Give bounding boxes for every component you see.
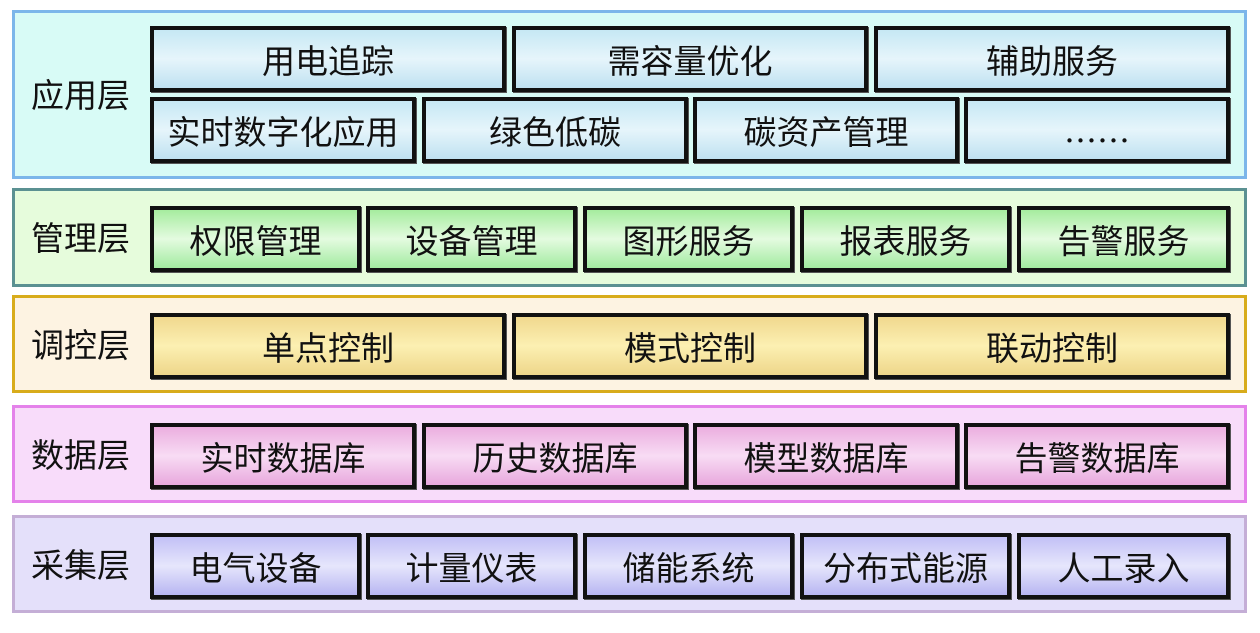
- module-box: 设备管理: [366, 206, 577, 272]
- layer-label: 数据层: [31, 436, 130, 475]
- layer-label: 采集层: [31, 546, 130, 585]
- module-box: 权限管理: [150, 206, 361, 272]
- module-box: 模式控制: [512, 313, 868, 379]
- layer-label: 应用层: [31, 76, 130, 115]
- module-box: 分布式能源: [800, 533, 1011, 599]
- module-box: 储能系统: [583, 533, 794, 599]
- module-box: 用电追踪: [150, 26, 506, 92]
- module-box: 历史数据库: [422, 423, 688, 489]
- module-box: 模型数据库: [693, 423, 959, 489]
- module-box: 实时数据库: [150, 423, 416, 489]
- module-box: 单点控制: [150, 313, 506, 379]
- module-box: ……: [964, 97, 1230, 163]
- module-box: 需容量优化: [512, 26, 868, 92]
- module-box: 计量仪表: [366, 533, 577, 599]
- module-box: 实时数字化应用: [150, 97, 416, 163]
- layer-label: 调控层: [31, 326, 130, 365]
- module-box: 人工录入: [1017, 533, 1230, 599]
- module-box: 电气设备: [150, 533, 361, 599]
- layer-label: 管理层: [31, 219, 130, 258]
- control-layer: 调控层 单点控制 模式控制 联动控制: [12, 295, 1247, 393]
- module-box: 告警服务: [1017, 206, 1230, 272]
- module-box: 辅助服务: [874, 26, 1230, 92]
- management-layer: 管理层 权限管理 设备管理 图形服务 报表服务 告警服务: [12, 188, 1247, 287]
- module-box: 联动控制: [874, 313, 1230, 379]
- module-box: 绿色低碳: [422, 97, 688, 163]
- module-box: 碳资产管理: [693, 97, 959, 163]
- application-layer: 应用层 用电追踪 需容量优化 辅助服务 实时数字化应用 绿色低碳 碳资产管理 ……: [12, 10, 1247, 179]
- module-box: 告警数据库: [964, 423, 1230, 489]
- acquisition-layer: 采集层 电气设备 计量仪表 储能系统 分布式能源 人工录入: [12, 515, 1247, 613]
- data-layer: 数据层 实时数据库 历史数据库 模型数据库 告警数据库: [12, 405, 1247, 503]
- module-box: 报表服务: [800, 206, 1011, 272]
- module-box: 图形服务: [583, 206, 794, 272]
